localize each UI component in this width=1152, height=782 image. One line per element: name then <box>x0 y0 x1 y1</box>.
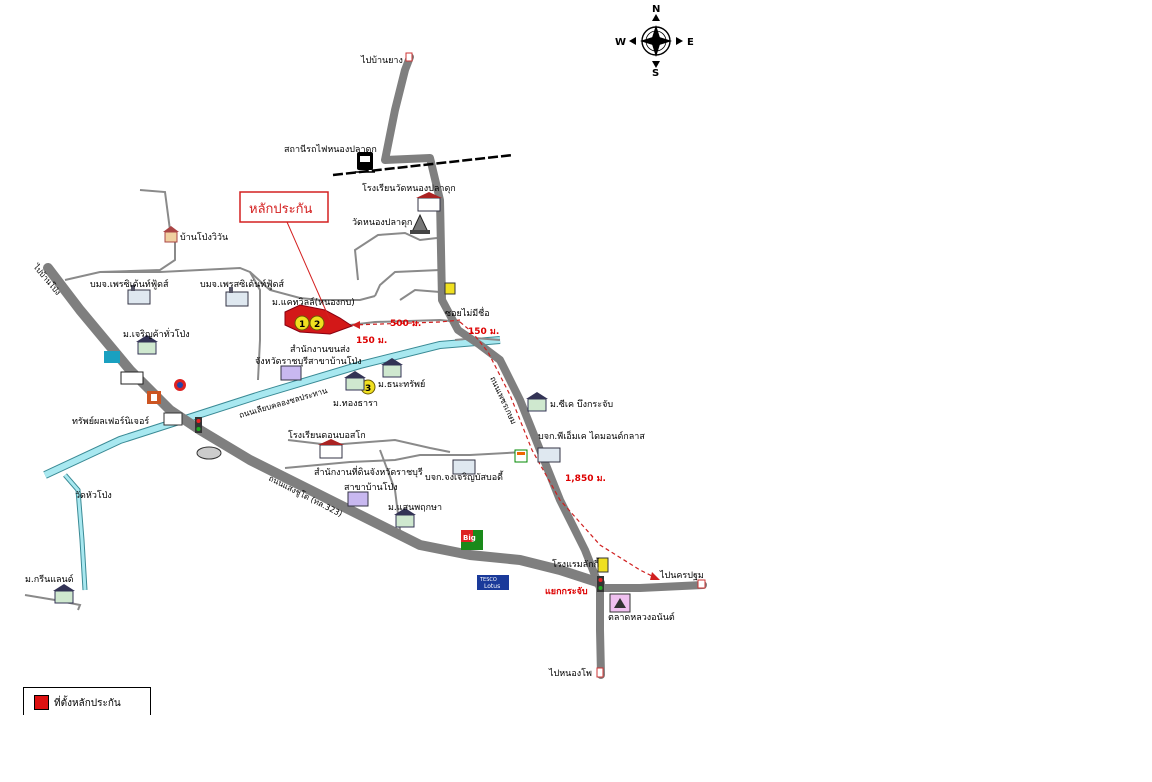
lotus-text: Lotus <box>484 583 500 590</box>
label-bomjo-2: บมจ.เพรสซิเด้นท์ฟู้ดส์ <box>200 278 284 290</box>
car-dealer-icon <box>120 371 144 385</box>
label-thong: ม.ทองธารา <box>333 399 378 409</box>
temple-icon <box>410 213 430 234</box>
callout-text: หลักประกัน <box>249 202 312 217</box>
marker-1: 1 <box>299 320 305 330</box>
office-icon <box>347 491 369 507</box>
house-icon <box>163 226 179 243</box>
car-dealer-icon <box>196 446 222 460</box>
house-icon <box>394 508 416 528</box>
hotel-icon <box>597 557 609 573</box>
minor-roads <box>24 189 526 611</box>
landmark-icons: TESCO Lotus <box>53 192 631 613</box>
house-icon <box>381 358 403 378</box>
distance-150b: 150 ม. <box>356 336 387 346</box>
route-path <box>351 319 661 581</box>
traffic-light-icon <box>195 417 202 433</box>
label-soi: ซอยไม่มีชื่อ <box>445 306 490 319</box>
label-land-office-2: สาขาบ้านโป่ง <box>344 482 398 493</box>
road-ends <box>405 52 706 678</box>
label-school-don: โรงเรียนดอนบอสโก <box>288 430 366 441</box>
market-icon <box>609 593 631 613</box>
label-hotel: โรงแรมลักกี้ <box>552 557 600 570</box>
distance-150a: 150 ม. <box>468 327 499 337</box>
label-market: ตลาดหลวงอนันต์ <box>608 611 675 623</box>
big-c-icon <box>461 530 483 550</box>
house-icon <box>526 392 548 412</box>
label-ban-pong-wiwan: บ้านโป่งวิวัน <box>180 232 228 243</box>
canal <box>43 336 501 591</box>
factory-icon <box>537 447 561 463</box>
gas-icon <box>444 282 456 295</box>
label-to-nong-pho: ไปหนองโพ <box>548 668 592 679</box>
label-saen: ม.แสนพฤกษา <box>388 503 442 513</box>
compass-s: S <box>652 68 659 79</box>
label-charoen-ka: ม.เจริญค้าทั่วโป่ง <box>123 327 190 340</box>
label-land-office: สำนักงานที่ดินจังหวัดราชบุรี <box>314 465 423 478</box>
car-dealer-icon <box>104 351 120 363</box>
compass-rose: N S E W <box>615 4 694 79</box>
store-icon <box>514 449 528 463</box>
label-big: Big <box>463 534 476 542</box>
collateral-callout: หลักประกัน <box>239 191 331 321</box>
label-tax-office: สำนักงานขนส่ง <box>290 344 350 355</box>
factory-icon <box>452 459 476 475</box>
marker-3: 3 <box>365 384 371 394</box>
label-bojo: บจก.พีเอ็มเค ไดมอนด์กลาส <box>538 429 645 442</box>
label-bomjo-1: บมจ.เพรซิเด้นท์ฟู้ดส์ <box>90 278 169 290</box>
label-thanasap: ม.ธนะทรัพย์ <box>378 378 425 390</box>
school-icon <box>416 192 442 212</box>
compass-e: E <box>687 37 694 48</box>
school-icon <box>318 439 344 459</box>
compass-n: N <box>652 4 660 15</box>
railway <box>332 152 514 177</box>
distance-1850: 1,850 ม. <box>565 474 606 484</box>
house-icon <box>344 371 366 391</box>
label-cat-ville: ม.แคทวิลล์(หนองกบ) <box>272 296 355 308</box>
label-wat-hua: วัดหัวโป่ง <box>75 490 112 501</box>
marker-2: 2 <box>314 320 320 330</box>
label-wat: วัดหนองปลาดุก <box>352 218 412 228</box>
distance-500: 500 ม. <box>390 319 421 329</box>
legend-collateral-label: ที่ตั้งหลักประกัน <box>54 698 121 709</box>
house-icon <box>136 335 158 355</box>
label-m-seat: ม.ซีเค บึงกระจับ <box>550 399 613 410</box>
office-icon <box>280 365 302 381</box>
map-legend: ที่ตั้งหลักประกัน <box>23 687 151 715</box>
label-green: ม.กรีนแลนด์ <box>25 573 74 585</box>
furniture-icon <box>163 412 183 426</box>
compass-w: W <box>615 37 626 48</box>
label-school-wat: โรงเรียนวัดหนองปลาดุก <box>362 183 456 194</box>
legend-collateral-swatch <box>34 695 49 710</box>
tesco-text: TESCO <box>479 577 497 583</box>
collateral-parcel: 1 2 <box>284 304 354 335</box>
label-junction: แยกกระจับ <box>545 586 588 597</box>
factory-icon <box>225 287 249 307</box>
label-thap: ทรัพย์ผลเฟอร์นิเจอร์ <box>72 415 149 427</box>
label-tax-office-2: จังหวัดราชบุรีสาขาบ้านโป่ง <box>255 356 362 367</box>
route-arrows <box>352 321 660 580</box>
shop-icon <box>147 391 161 404</box>
main-roads <box>43 53 707 679</box>
label-to-ban-yang: ไปบ้านยาง <box>360 55 403 66</box>
label-to-nakhon: ไปนครปฐม <box>659 570 704 581</box>
house-icon <box>53 584 75 604</box>
factory-icon <box>127 285 151 305</box>
gas-station-icon <box>174 379 186 391</box>
label-bojo-2: บจก.จงเจริญบัสบอดี้ <box>425 470 504 483</box>
traffic-light-icon <box>597 576 604 592</box>
lotus-icon: TESCO Lotus <box>477 575 509 590</box>
label-station: สถานีรถไฟหนองปลาดุก <box>284 144 377 155</box>
